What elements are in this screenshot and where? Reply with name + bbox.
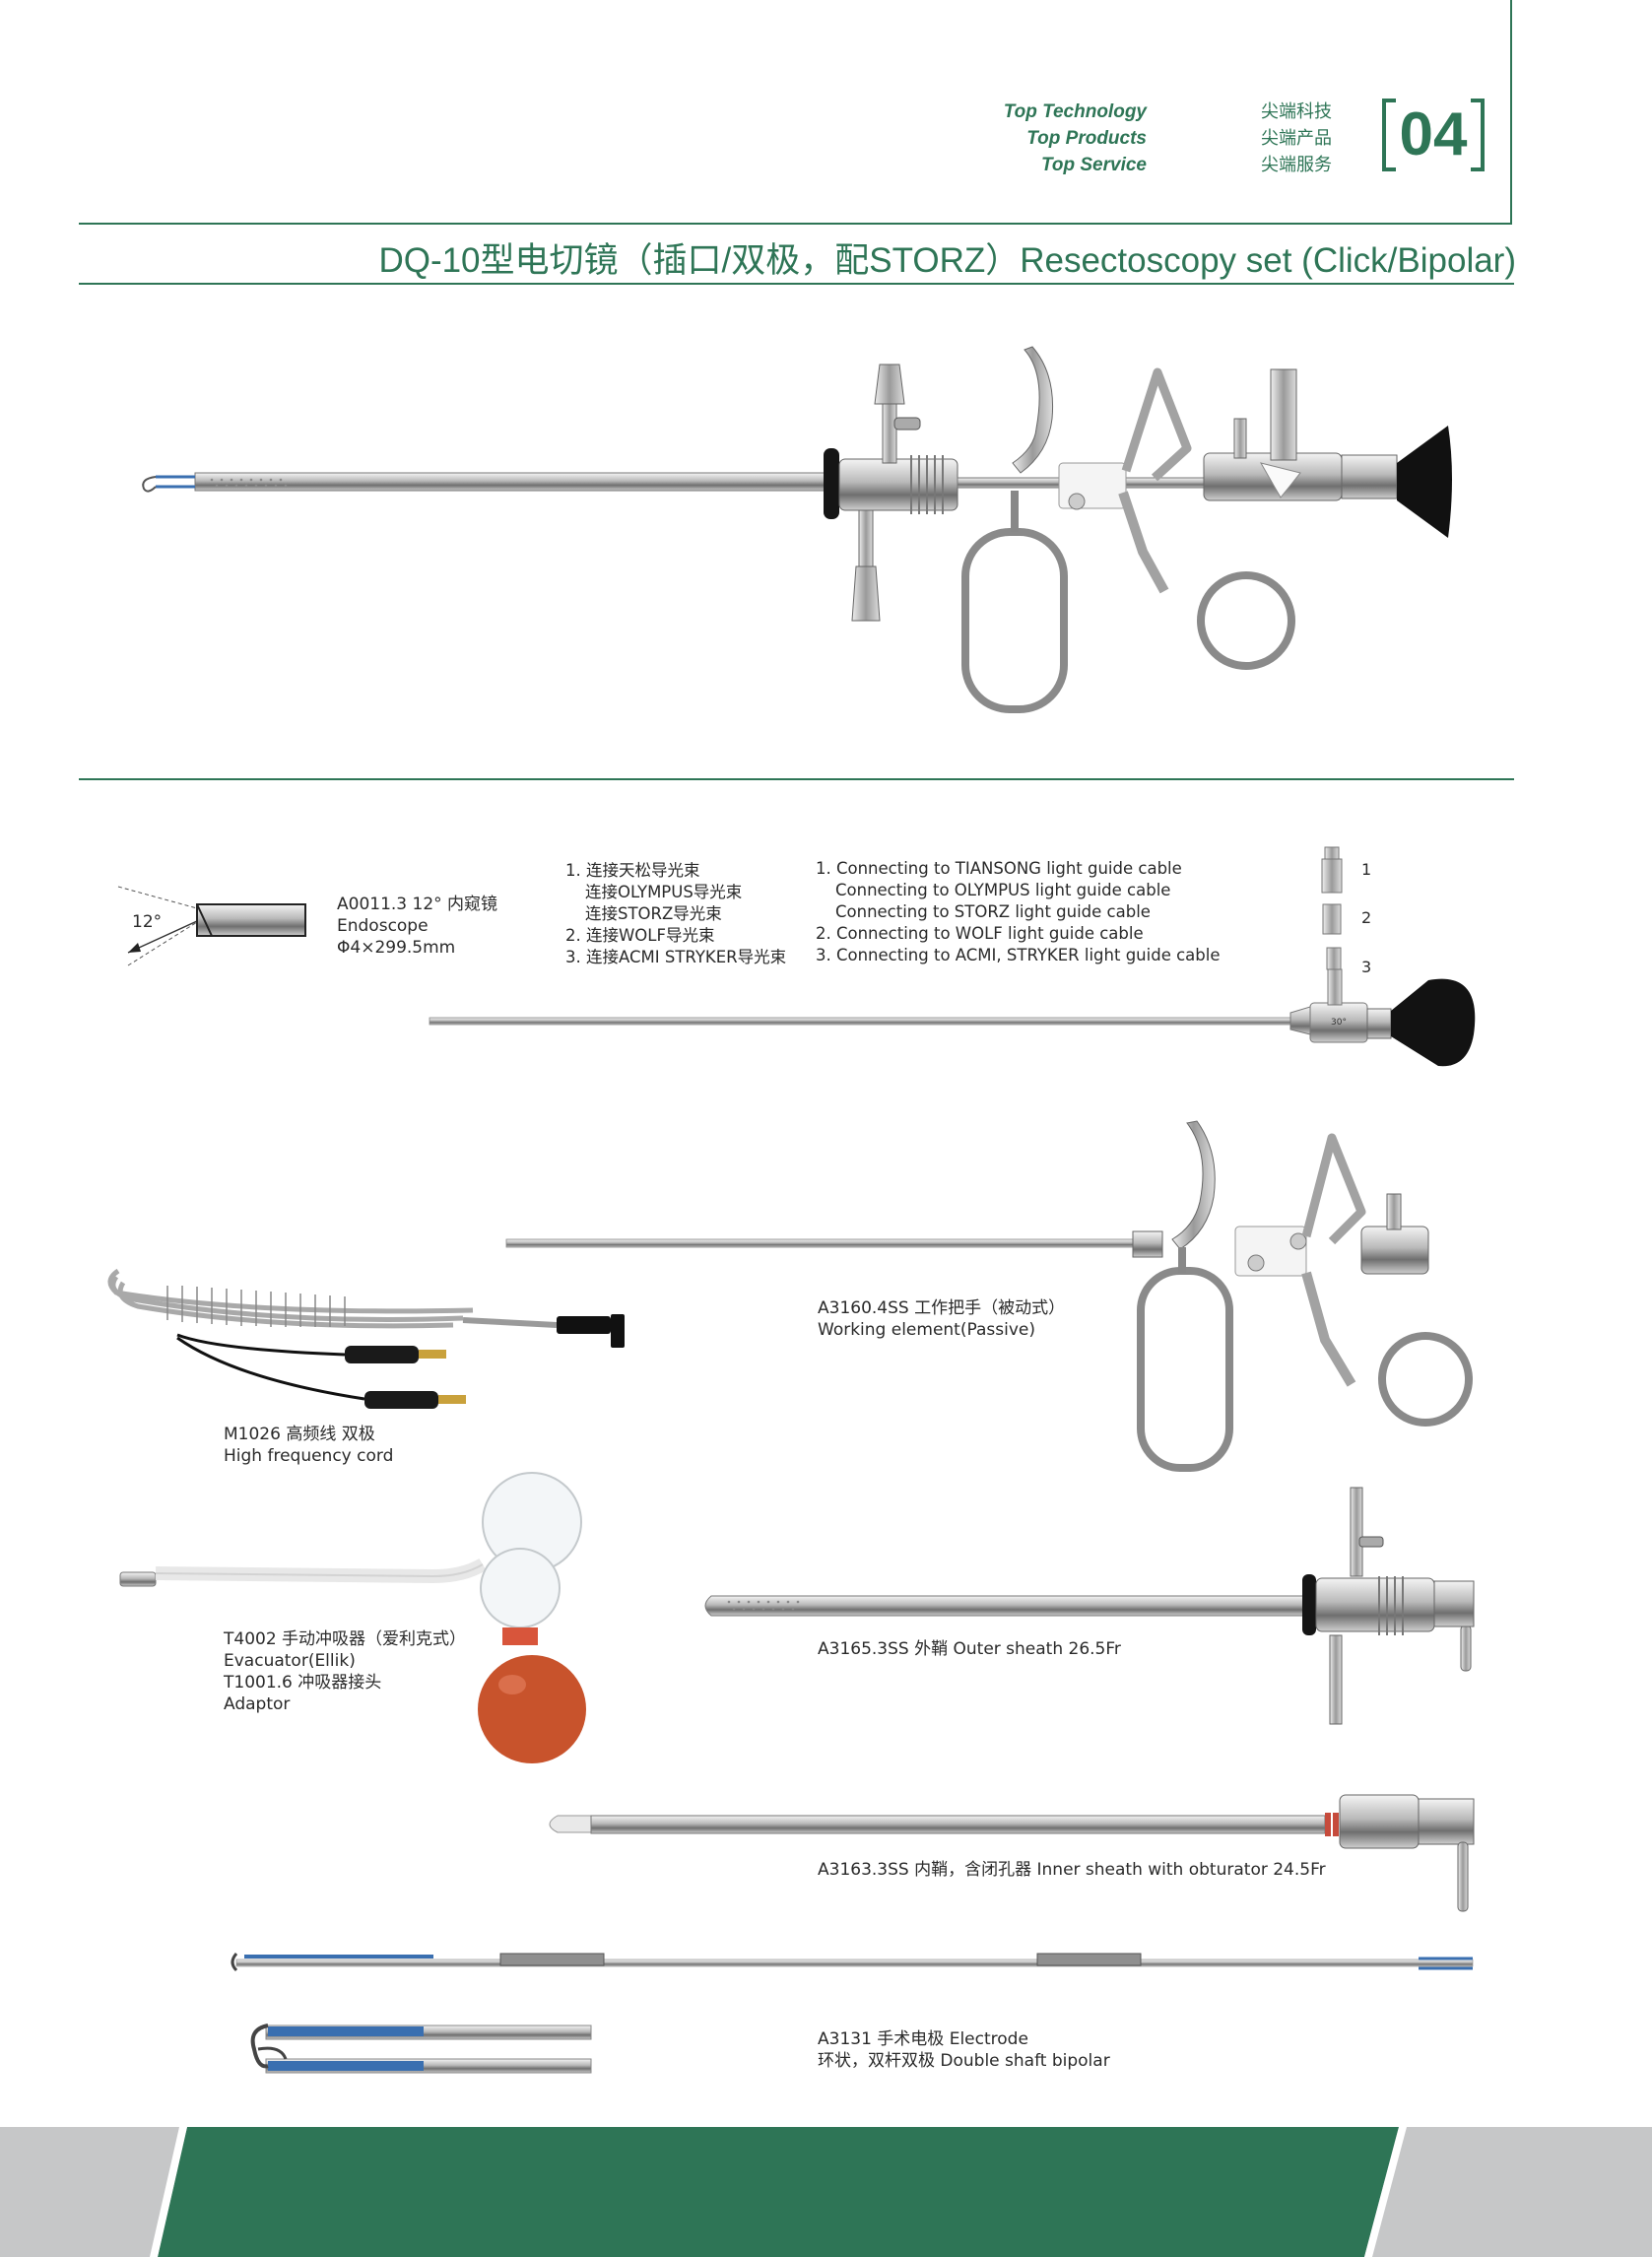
electrode-type: 环状，双杆双极 Double shaft bipolar <box>818 2051 1110 2071</box>
working-element-caption: A3160.4SS 工作把手（被动式） Working element(Pass… <box>818 1297 1065 1341</box>
adaptor-number-2: 2 <box>1361 908 1372 927</box>
hf-cord-code: M1026 高频线 双极 <box>224 1425 375 1444</box>
inner-sheath-caption: A3163.3SS 内鞘，含闭孔器 Inner sheath with obtu… <box>818 1860 1326 1880</box>
slogan-cn-3: 尖端服务 <box>1261 155 1332 175</box>
slogan-technology: Top Technology <box>1003 101 1147 122</box>
footer-band <box>0 2127 1652 2257</box>
slogan-cn-2: 尖端产品 <box>1261 128 1332 149</box>
adaptor-number-1: 1 <box>1361 860 1372 879</box>
adaptor-number-3: 3 <box>1361 958 1372 976</box>
working-element-name: Working element(Passive) <box>818 1320 1035 1340</box>
evacuator-code: T4002 手动冲吸器（爱利克式） <box>224 1629 467 1649</box>
endoscope-size: Φ4×299.5mm <box>337 938 456 958</box>
connector-en-2: 2. Connecting to WOLF light guide cable <box>816 924 1144 943</box>
connector-en-1c: Connecting to STORZ light guide cable <box>835 902 1151 921</box>
working-element-code: A3160.4SS 工作把手（被动式） <box>818 1298 1066 1318</box>
evacuator-name: Evacuator(Ellik) <box>224 1651 356 1671</box>
connector-list-cn: 1. 连接天松导光束 连接OLYMPUS导光束 连接STORZ导光束 2. 连接… <box>565 860 786 968</box>
endoscope-code: A0011.3 12° 内窥镜 <box>337 895 498 914</box>
endoscope-angle-label: 12° <box>132 912 163 932</box>
adaptor-name: Adaptor <box>224 1694 291 1714</box>
slogan-en: Top Technology Top Products Top Service <box>1004 99 1147 178</box>
slogan-products: Top Products <box>1026 128 1147 149</box>
adaptor-code: T1001.6 冲吸器接头 <box>224 1673 382 1693</box>
connector-en-3: 3. Connecting to ACMI, STRYKER light gui… <box>816 946 1221 964</box>
connector-cn-3: 3. 连接ACMI STRYKER导光束 <box>565 948 787 966</box>
endoscope-caption: A0011.3 12° 内窥镜 Endoscope Φ4×299.5mm <box>337 894 497 959</box>
connector-cn-2: 2. 连接WOLF导光束 <box>565 926 715 945</box>
connector-cn-1c: 连接STORZ导光束 <box>585 904 722 923</box>
header-top-border <box>1510 0 1512 225</box>
resectoscope-assembly-image <box>142 346 1452 713</box>
connector-cn-1b: 连接OLYMPUS导光束 <box>585 883 743 901</box>
slogan-service: Top Service <box>1040 155 1147 175</box>
section-divider <box>79 778 1514 780</box>
page-number-box: 04 <box>1382 99 1485 171</box>
connector-list-en: 1. Connecting to TIANSONG light guide ca… <box>816 858 1220 966</box>
page-title: DQ-10型电切镜（插口/双极，配STORZ）Resectoscopy set … <box>378 241 1516 280</box>
header-rule-top <box>79 223 1512 225</box>
endoscope-name: Endoscope <box>337 916 429 936</box>
slogan-cn-1: 尖端科技 <box>1261 101 1332 122</box>
electrode-caption: A3131 手术电极 Electrode 环状，双杆双极 Double shaf… <box>818 2028 1110 2072</box>
hf-cord-caption: M1026 高频线 双极 High frequency cord <box>224 1424 393 1467</box>
telescope-lens-marking: 30° <box>1331 1018 1347 1028</box>
outer-sheath-caption: A3165.3SS 外鞘 Outer sheath 26.5Fr <box>818 1639 1121 1659</box>
title-rule <box>79 283 1514 285</box>
electrode-code: A3131 手术电极 Electrode <box>818 2029 1028 2049</box>
connector-en-1b: Connecting to OLYMPUS light guide cable <box>835 881 1171 899</box>
page-number: 04 <box>1399 100 1468 168</box>
connector-cn-1: 1. 连接天松导光束 <box>565 861 700 880</box>
slogan-cn: 尖端科技 尖端产品 尖端服务 <box>1261 99 1332 178</box>
evacuator-caption: T4002 手动冲吸器（爱利克式） Evacuator(Ellik) T1001… <box>224 1628 466 1715</box>
hf-cord-name: High frequency cord <box>224 1446 394 1466</box>
connector-en-1: 1. Connecting to TIANSONG light guide ca… <box>816 859 1182 878</box>
